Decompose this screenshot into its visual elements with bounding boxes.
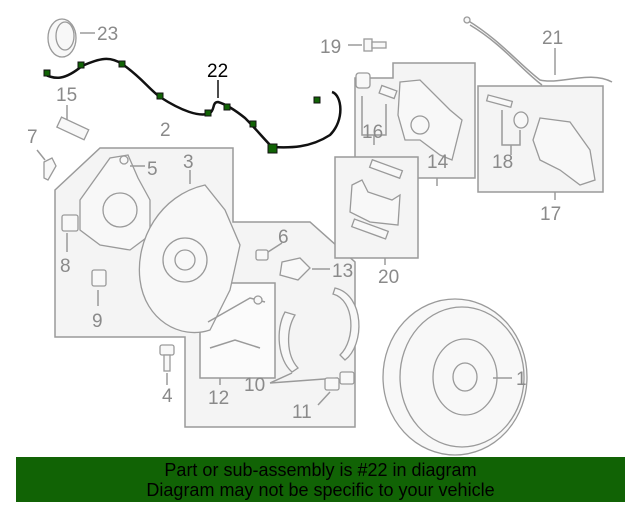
part-13 xyxy=(279,257,330,281)
spring-kit-part-12 xyxy=(207,295,266,385)
label-15: 15 xyxy=(56,85,77,106)
clip-part-7 xyxy=(36,149,57,181)
caliper-part-14 xyxy=(355,72,463,186)
brake-rotor-part-1 xyxy=(382,298,528,456)
label-13: 13 xyxy=(332,261,353,282)
abs-sensor-harness-part-22[interactable] xyxy=(43,57,342,154)
label-21: 21 xyxy=(542,28,563,49)
label-22[interactable]: 22 xyxy=(207,61,228,82)
label-16: 16 xyxy=(362,122,383,143)
part-9 xyxy=(91,269,107,287)
banner-line-2: Diagram may not be specific to your vehi… xyxy=(146,480,495,500)
label-10: 10 xyxy=(244,375,265,396)
knuckle-part-5 xyxy=(79,154,151,251)
label-4: 4 xyxy=(162,386,173,407)
pin-part-15 xyxy=(56,105,90,141)
label-17: 17 xyxy=(540,204,561,225)
part-8 xyxy=(61,214,79,232)
brake-pads-part-20 xyxy=(349,158,404,265)
label-9: 9 xyxy=(92,311,103,332)
label-18: 18 xyxy=(492,152,513,173)
seal-part-23 xyxy=(47,18,95,58)
label-6: 6 xyxy=(278,227,289,248)
label-7: 7 xyxy=(27,127,38,148)
bolt-part-19 xyxy=(348,38,387,52)
bolt-part-4 xyxy=(159,344,175,385)
info-banner: Part or sub-assembly is #22 in diagram D… xyxy=(16,457,625,502)
label-3: 3 xyxy=(183,152,194,173)
label-23: 23 xyxy=(97,24,118,45)
label-2: 2 xyxy=(160,120,171,141)
banner-line-1: Part or sub-assembly is #22 in diagram xyxy=(164,460,477,480)
bolt-part-6 xyxy=(255,242,283,261)
label-14: 14 xyxy=(427,152,449,173)
label-19: 19 xyxy=(320,37,341,58)
brake-cable-part-21 xyxy=(463,16,613,86)
backing-plate-part-3 xyxy=(138,170,241,334)
label-12: 12 xyxy=(208,388,229,409)
label-20: 20 xyxy=(378,267,399,288)
brake-shoes-part-10 xyxy=(269,287,360,384)
label-5: 5 xyxy=(147,159,158,180)
label-8: 8 xyxy=(60,256,71,277)
part-11 xyxy=(317,371,355,406)
label-11: 11 xyxy=(292,402,312,423)
bracket-part-17 xyxy=(485,94,596,200)
label-1: 1 xyxy=(516,369,527,390)
